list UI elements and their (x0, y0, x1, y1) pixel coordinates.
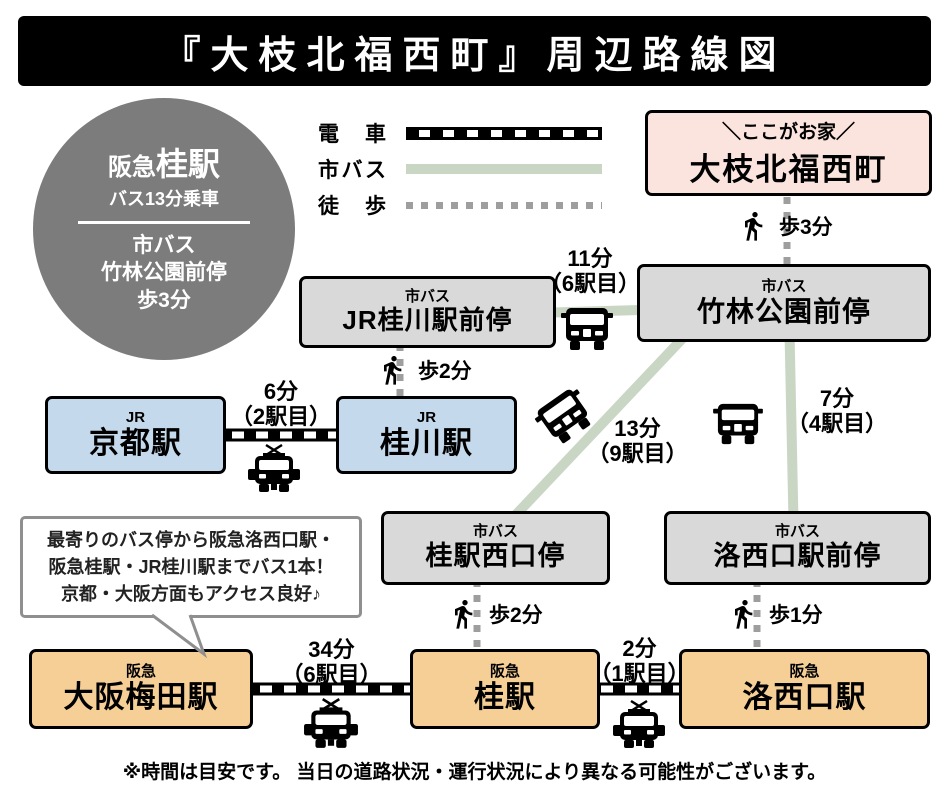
home-box: ＼ここがお家／ 大枝北福西町 (645, 110, 932, 196)
station-hankyu-rakusaiguchi: 阪急 洛西口駅 (679, 649, 930, 729)
legend-row-walk: 徒歩 (318, 194, 602, 218)
station-name-label: 洛西口駅 (742, 680, 867, 714)
stop-type-label: 市バス (761, 277, 807, 295)
station-type-label: JR (125, 408, 146, 426)
legend-row-train: 電車 (318, 122, 602, 146)
summary-walk-time: 歩3分 (137, 288, 191, 312)
station-hankyu-katsura: 阪急 桂駅 (410, 649, 600, 729)
bus-line-chikurin-rakusaimae (784, 307, 799, 546)
stop-name-label: 竹林公園前停 (696, 295, 871, 327)
legend-row-bus: 市バス (318, 158, 602, 182)
station-type-label: JR (416, 408, 437, 426)
summary-circle: 阪急桂駅 バス13分乗車 市バス 竹林公園前停 歩3分 (33, 98, 295, 360)
walk-icon (384, 356, 402, 385)
summary-divider (78, 221, 250, 225)
bus-stop-chikurin-koen-mae: 市バス 竹林公園前停 (637, 264, 931, 342)
footer-note: ※時間は目安です。 当日の道路状況・運行状況により異なる可能性がございます。 (122, 762, 827, 783)
station-type-label: 阪急 (789, 662, 820, 680)
walk-segment-home: 歩3分 (737, 208, 833, 244)
station-name-label: 大阪梅田駅 (63, 680, 219, 714)
bus-stop-katsura-eki-nishiguchi: 市バス 桂駅西口停 (381, 511, 610, 585)
station-name-label: 京都駅 (89, 426, 182, 460)
station-name-label: 桂川駅 (380, 426, 473, 460)
duration-stops: （6駅目） (539, 271, 641, 297)
info-bubble-line: 京都・大阪方面もアクセス良好♪ (60, 583, 322, 604)
duration-bus-chikurin-rakusaimae: 7分 （4駅目） (783, 386, 891, 437)
legend-label-bus: 市バス (318, 159, 386, 182)
stop-type-label: 市バス (774, 523, 820, 541)
info-bubble: 最寄りのバス停から阪急洛西口駅・ 阪急桂駅・JR桂川駅までバス1本！ 京都・大阪… (20, 516, 362, 618)
legend-label-walk: 徒歩 (318, 195, 386, 218)
duration-time: 13分 (614, 416, 661, 441)
walk-line-sample (406, 201, 602, 209)
bus-line-chikurin-nishiguchi (488, 316, 704, 544)
walk-time-label: 歩2分 (489, 604, 543, 627)
legend-label-train: 電車 (318, 123, 386, 146)
station-hankyu-osaka-umeda: 阪急 大阪梅田駅 (29, 649, 253, 729)
station-type-label: 阪急 (125, 662, 156, 680)
train-icon (248, 443, 300, 492)
page-title: 『大枝北福西町』周辺路線図 (18, 16, 931, 86)
duration-time: 2分 (622, 636, 657, 661)
bus-icon (561, 308, 613, 350)
train-icon (613, 699, 665, 748)
home-callout: ＼ここがお家／ (721, 122, 855, 143)
summary-bus-stop: 竹林公園前停 (101, 261, 227, 285)
train-line-sample (406, 126, 602, 140)
walk-segment-rakusaimae: 歩1分 (727, 596, 823, 632)
bus-line-sample (406, 164, 602, 174)
summary-station-line: 阪急桂駅 (108, 144, 220, 186)
duration-time: 11分 (567, 246, 613, 271)
stop-name-label: JR桂川駅前停 (342, 305, 513, 336)
bus-icon (534, 389, 591, 444)
walk-icon (745, 212, 763, 241)
stop-type-label: 市バス (404, 288, 450, 306)
duration-time: 7分 (819, 386, 855, 411)
stop-type-label: 市バス (472, 523, 518, 541)
duration-stops: （2駅目） (230, 404, 332, 430)
walk-time-label: 歩2分 (418, 360, 472, 383)
info-bubble-tail (151, 613, 208, 659)
duration-time: 6分 (263, 379, 299, 404)
bus-stop-rakusaiguchi-eki-mae: 市バス 洛西口駅前停 (664, 511, 931, 585)
legend: 電車 市バス 徒歩 (318, 122, 602, 230)
duration-stops: （1駅目） (589, 661, 690, 687)
duration-bus-chikurin-jrstop: 11分 （6駅目） (532, 246, 648, 297)
home-name: 大枝北福西町 (689, 152, 888, 187)
duration-stops: （6駅目） (281, 662, 382, 688)
walk-segment-jrstop: 歩2分 (376, 352, 472, 388)
station-jr-kyoto: JR 京都駅 (45, 396, 226, 474)
duration-train-kyoto-katsuragawa: 6分 （2駅目） (224, 379, 338, 430)
stop-name-label: 洛西口駅前停 (713, 541, 882, 572)
stop-name-label: 桂駅西口停 (425, 541, 566, 572)
train-icon (304, 698, 358, 748)
bus-icon (713, 403, 763, 445)
info-bubble-line: 最寄りのバス停から阪急洛西口駅・ (47, 529, 335, 550)
walk-icon (455, 600, 473, 629)
bus-stop-jr-katsuragawa-eki-mae: 市バス JR桂川駅前停 (299, 276, 556, 348)
summary-ride-time: バス13分乗車 (108, 188, 220, 209)
walk-time-label: 歩3分 (779, 216, 833, 239)
duration-train-umeda-katsura: 34分 （6駅目） (274, 637, 389, 688)
duration-train-katsura-rakusaiguchi: 2分 （1駅目） (582, 636, 697, 687)
walk-segment-nishiguchi: 歩2分 (447, 596, 543, 632)
summary-station: 桂駅 (155, 146, 220, 183)
station-type-label: 阪急 (489, 662, 520, 680)
duration-stops: （4駅目） (786, 411, 888, 437)
walk-time-label: 歩1分 (769, 604, 823, 627)
info-bubble-line: 阪急桂駅・JR桂川駅までバス1本！ (48, 556, 334, 577)
station-name-label: 桂駅 (474, 680, 536, 714)
duration-bus-chikurin-nishiguchi: 13分 （9駅目） (580, 416, 695, 467)
duration-time: 34分 (308, 637, 355, 662)
walk-icon (735, 600, 753, 629)
summary-company: 阪急 (107, 154, 156, 182)
duration-stops: （9駅目） (587, 441, 688, 467)
summary-bus-type: 市バス (132, 234, 196, 258)
station-jr-katsuragawa: JR 桂川駅 (336, 396, 517, 474)
